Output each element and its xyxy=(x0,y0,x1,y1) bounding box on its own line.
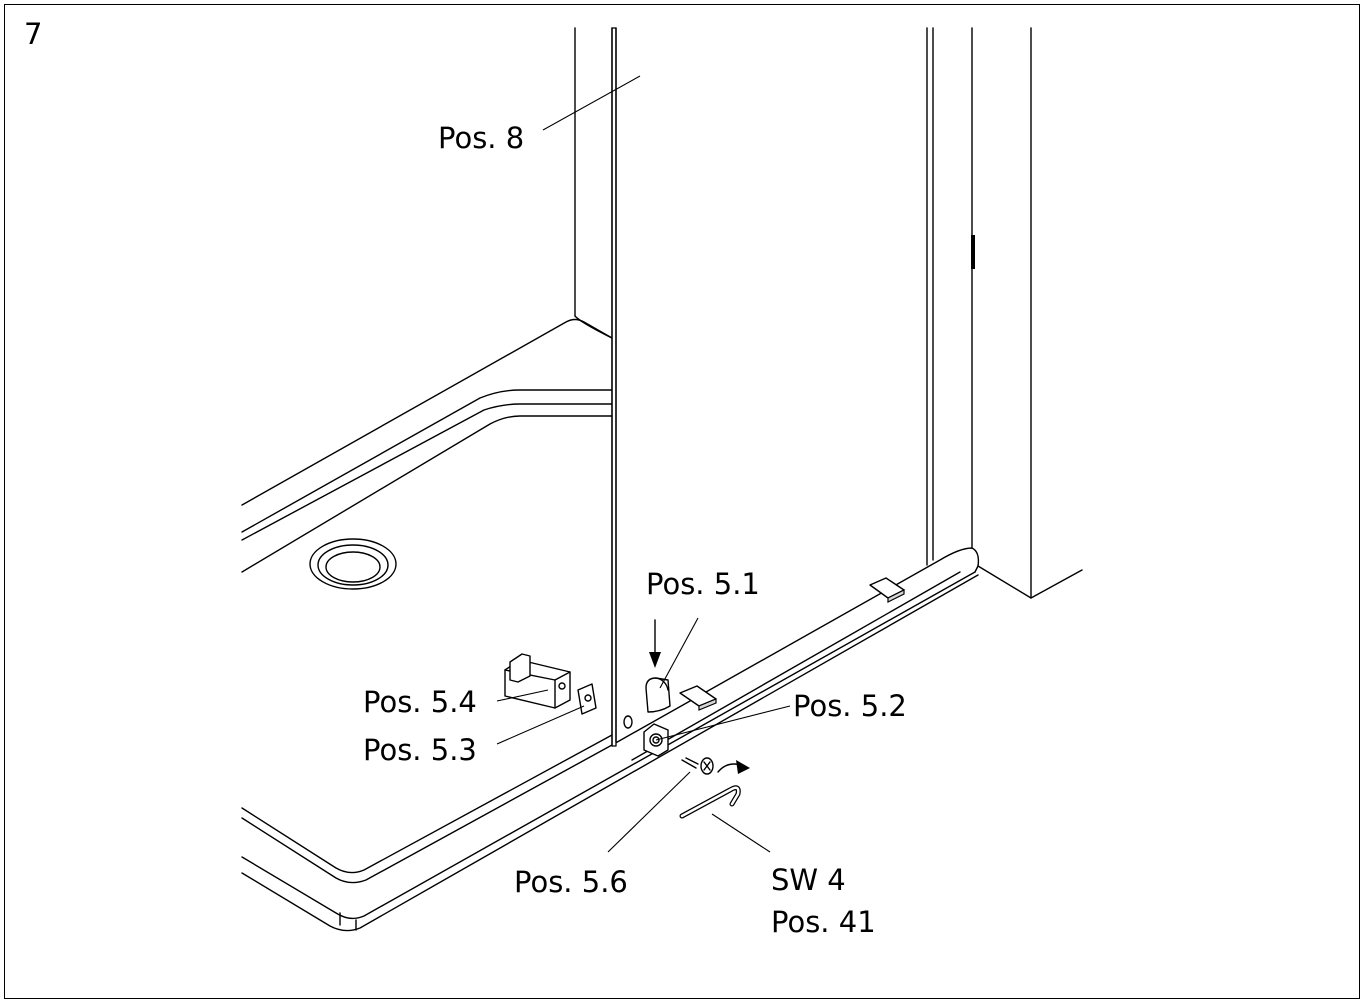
label-pos-41: Pos. 41 xyxy=(771,905,876,939)
rear-wall xyxy=(574,27,613,339)
label-pos-8: Pos. 8 xyxy=(438,121,524,155)
figure-frame xyxy=(4,4,1360,999)
label-pos-5-2: Pos. 5.2 xyxy=(793,689,907,723)
label-pos-5-4: Pos. 5.4 xyxy=(363,685,477,719)
shower-tray xyxy=(241,318,980,932)
label-sw-4: SW 4 xyxy=(771,863,846,897)
plate-part xyxy=(577,683,597,715)
arrow-down-icon xyxy=(649,619,661,668)
glass-panel xyxy=(611,27,617,747)
clamp-block xyxy=(504,653,571,709)
label-pos-5-6: Pos. 5.6 xyxy=(514,865,628,899)
rotation-arrow-icon xyxy=(736,760,750,774)
step-number: 7 xyxy=(24,17,42,51)
label-pos-5-3: Pos. 5.3 xyxy=(363,733,477,767)
wall-profile xyxy=(926,27,1083,599)
leader-lines xyxy=(496,75,791,853)
cap-part xyxy=(645,677,671,713)
label-pos-5-1: Pos. 5.1 xyxy=(646,567,760,601)
washer-part xyxy=(623,715,633,729)
hex-key xyxy=(679,760,750,819)
rim-pad-2 xyxy=(679,685,717,711)
profile-slot xyxy=(971,235,975,269)
rim-pad xyxy=(869,577,905,603)
drain xyxy=(309,538,397,590)
screw-part xyxy=(681,757,714,775)
